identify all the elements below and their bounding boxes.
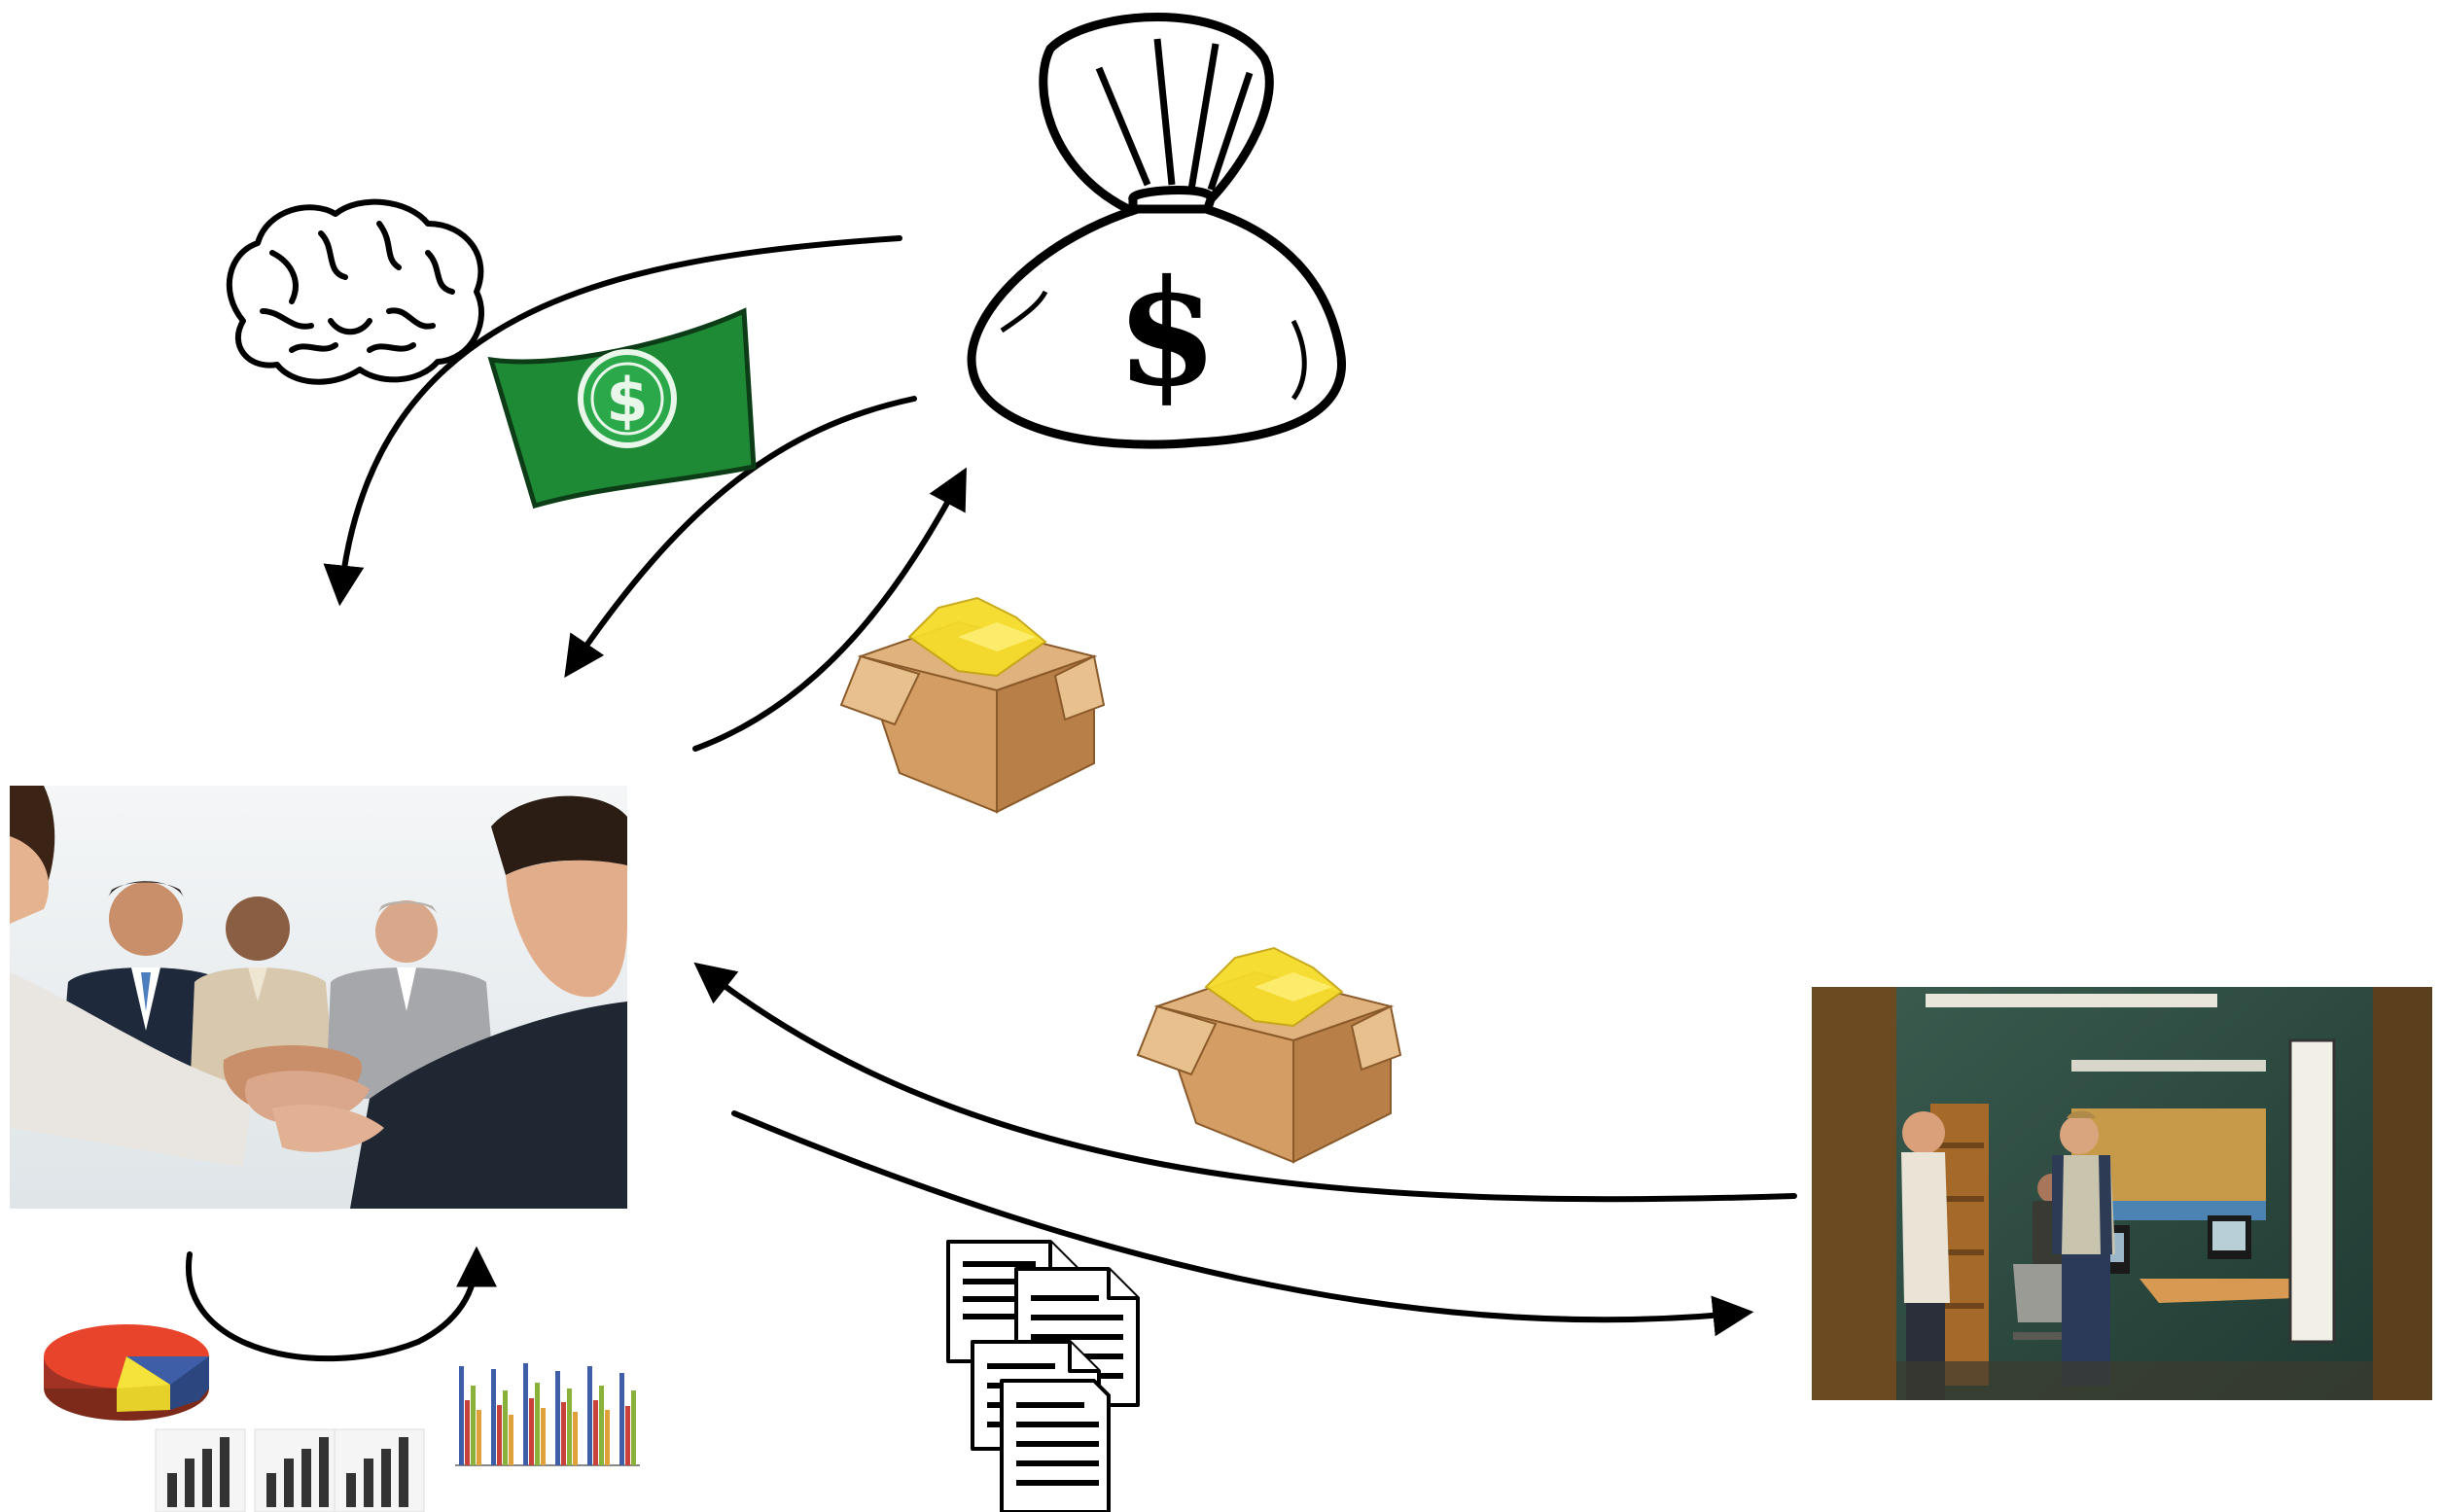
brain-icon — [226, 198, 484, 385]
bar-chart-icon — [155, 1428, 425, 1512]
svg-text:$: $ — [606, 365, 648, 436]
charts-icon — [44, 1324, 642, 1512]
business-team-photo — [10, 786, 627, 1209]
arrow-team-self-loop — [185, 1246, 497, 1362]
grouped-bar-chart-icon — [452, 1356, 642, 1468]
arrow-team-to-office-documents — [731, 1110, 1754, 1337]
money-bag-icon — [967, 13, 1346, 449]
banknote-icon: $ — [487, 307, 757, 510]
flow-arrows — [185, 235, 1797, 1362]
arrow-office-to-team-package — [693, 962, 1797, 1203]
arrow-investor-to-team-money — [564, 396, 917, 678]
software-package-icon — [839, 596, 1106, 814]
money-bag-dollar-sign: $ — [1116, 248, 1218, 419]
pie-chart-icon — [44, 1324, 210, 1421]
office-team-photo — [1812, 987, 2432, 1400]
software-package-icon — [1136, 946, 1402, 1164]
documents-icon — [946, 1240, 1140, 1512]
arrow-team-to-investor-package — [692, 467, 967, 752]
arrow-investor-to-team-brain — [323, 235, 902, 607]
